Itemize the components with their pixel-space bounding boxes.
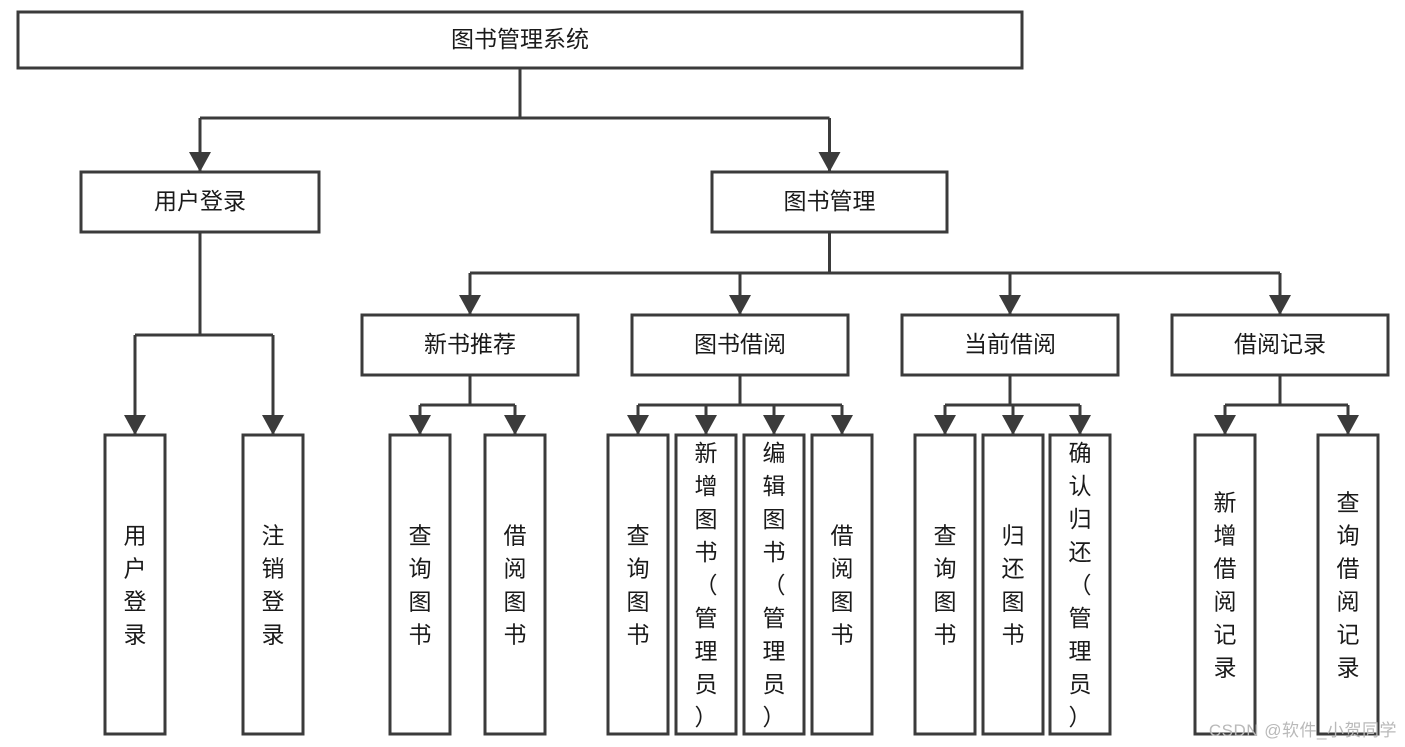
connector-arrowhead	[763, 415, 785, 435]
node-book-management[interactable]: 图书管理	[710, 170, 949, 234]
node-box-new-book-recommend[interactable]	[360, 313, 580, 377]
node-leaf-return-book[interactable]: 归还图书	[981, 433, 1045, 736]
node-box-current-borrow[interactable]	[900, 313, 1120, 377]
node-label-user-login: 用户登录	[154, 188, 246, 214]
node-label-leaf-query-book-borrow: 查询图书	[627, 523, 650, 648]
connector-arrowhead	[695, 415, 717, 435]
node-leaf-user-login[interactable]: 用户登录	[103, 433, 167, 736]
node-leaf-query-borrow-record[interactable]: 查询借阅记录	[1316, 433, 1380, 736]
node-box-borrow-records[interactable]	[1170, 313, 1390, 377]
connector-arrowhead	[729, 295, 751, 315]
node-label-current-borrow: 当前借阅	[964, 331, 1056, 357]
node-label-leaf-query-book-current: 查询图书	[934, 523, 957, 648]
node-label-leaf-query-borrow-record: 查询借阅记录	[1337, 490, 1360, 681]
node-label-leaf-borrow-book-recommend: 借阅图书	[504, 523, 527, 648]
node-label-leaf-user-login: 用户登录	[124, 523, 147, 648]
node-label-leaf-borrow-book: 借阅图书	[831, 523, 854, 648]
connector-arrowhead	[1002, 415, 1024, 435]
node-box-leaf-return-book[interactable]	[981, 433, 1045, 736]
node-leaf-borrow-book[interactable]: 借阅图书	[810, 433, 874, 736]
node-label-leaf-add-book-admin: 新增图书（管理员）	[695, 440, 718, 730]
node-leaf-edit-book-admin[interactable]: 编辑图书（管理员）	[742, 433, 806, 736]
connector-arrowhead	[831, 415, 853, 435]
node-leaf-query-book-recommend[interactable]: 查询图书	[388, 433, 452, 736]
node-leaf-borrow-book-recommend[interactable]: 借阅图书	[483, 433, 547, 736]
node-box-root[interactable]	[16, 10, 1024, 70]
connector-arrowhead	[459, 295, 481, 315]
connector-arrowhead	[262, 415, 284, 435]
connector-arrowhead	[504, 415, 526, 435]
node-user-login[interactable]: 用户登录	[79, 170, 321, 234]
nodes-layer: 图书管理系统用户登录图书管理新书推荐图书借阅当前借阅借阅记录用户登录注销登录查询…	[16, 10, 1390, 736]
node-root[interactable]: 图书管理系统	[16, 10, 1024, 70]
node-current-borrow[interactable]: 当前借阅	[900, 313, 1120, 377]
connector-arrowhead	[1337, 415, 1359, 435]
node-label-leaf-add-borrow-record: 新增借阅记录	[1214, 490, 1237, 681]
node-label-leaf-query-book-recommend: 查询图书	[409, 523, 432, 648]
connector-arrowhead	[1069, 415, 1091, 435]
node-box-book-borrow[interactable]	[630, 313, 850, 377]
node-box-leaf-add-book-admin[interactable]	[674, 433, 738, 736]
connector-arrowhead	[999, 295, 1021, 315]
node-book-borrow[interactable]: 图书借阅	[630, 313, 850, 377]
node-box-leaf-user-login[interactable]	[103, 433, 167, 736]
node-label-book-borrow: 图书借阅	[694, 331, 786, 357]
node-box-leaf-confirm-return-admin[interactable]	[1048, 433, 1112, 736]
connector-arrowhead	[627, 415, 649, 435]
node-box-leaf-query-book-recommend[interactable]	[388, 433, 452, 736]
connector-arrowhead	[189, 152, 211, 172]
node-leaf-logout[interactable]: 注销登录	[241, 433, 305, 736]
node-label-borrow-records: 借阅记录	[1234, 331, 1326, 357]
connector-arrowhead	[409, 415, 431, 435]
connector-arrowhead	[818, 152, 841, 172]
connectors-layer	[124, 68, 1359, 435]
node-box-leaf-query-book-current[interactable]	[913, 433, 977, 736]
node-leaf-add-borrow-record[interactable]: 新增借阅记录	[1193, 433, 1257, 736]
csdn-watermark: CSDN @软件_小贺同学	[1208, 721, 1397, 740]
node-label-root: 图书管理系统	[451, 26, 589, 52]
node-leaf-query-book-borrow[interactable]: 查询图书	[606, 433, 670, 736]
node-box-leaf-borrow-book-recommend[interactable]	[483, 433, 547, 736]
connector-arrowhead	[934, 415, 956, 435]
node-label-leaf-return-book: 归还图书	[1002, 523, 1025, 648]
node-label-leaf-logout: 注销登录	[262, 523, 285, 648]
connector-arrowhead	[124, 415, 146, 435]
node-box-book-management[interactable]	[710, 170, 949, 234]
node-leaf-confirm-return-admin[interactable]: 确认归还（管理员）	[1048, 433, 1112, 736]
connector-arrowhead	[1214, 415, 1236, 435]
connector-arrowhead	[1269, 295, 1291, 315]
node-label-leaf-edit-book-admin: 编辑图书（管理员）	[763, 440, 786, 730]
node-leaf-query-book-current[interactable]: 查询图书	[913, 433, 977, 736]
node-label-new-book-recommend: 新书推荐	[424, 331, 516, 357]
node-box-leaf-edit-book-admin[interactable]	[742, 433, 806, 736]
node-leaf-add-book-admin[interactable]: 新增图书（管理员）	[674, 433, 738, 736]
node-box-leaf-logout[interactable]	[241, 433, 305, 736]
node-label-leaf-confirm-return-admin: 确认归还（管理员）	[1069, 440, 1092, 730]
node-new-book-recommend[interactable]: 新书推荐	[360, 313, 580, 377]
node-box-leaf-borrow-book[interactable]	[810, 433, 874, 736]
node-label-book-management: 图书管理	[784, 188, 876, 214]
node-box-leaf-add-borrow-record[interactable]	[1193, 433, 1257, 736]
node-box-leaf-query-book-borrow[interactable]	[606, 433, 670, 736]
node-box-leaf-query-borrow-record[interactable]	[1316, 433, 1380, 736]
node-borrow-records[interactable]: 借阅记录	[1170, 313, 1390, 377]
node-box-user-login[interactable]	[79, 170, 321, 234]
